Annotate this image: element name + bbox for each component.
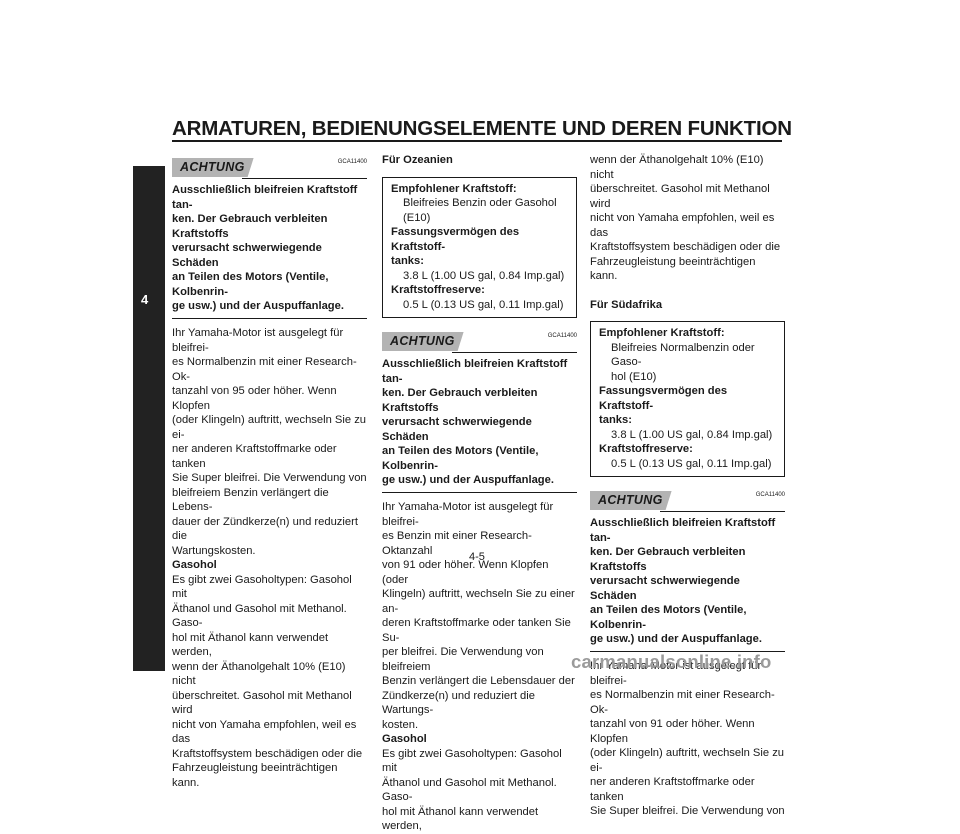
title-rule	[172, 140, 782, 142]
achtung-badge: ACHTUNG	[382, 332, 464, 351]
achtung-code: GCA11400	[337, 159, 367, 165]
gasohol-heading: Gasohol	[382, 733, 427, 745]
gasohol-paragraph: Es gibt zwei Gasoholtypen: Gasohol mit Ä…	[382, 747, 562, 833]
fuel-spec-box-oceania: Empfohlener Kraftstoff: Bleifreies Benzi…	[382, 176, 577, 318]
section-heading-south-africa: Für Südafrika	[590, 298, 663, 311]
achtung-warning-text: Ausschließlich bleifreien Kraftstoff tan…	[382, 358, 568, 486]
achtung-badge: ACHTUNG	[590, 491, 672, 510]
achtung-end-rule	[172, 317, 367, 319]
right-column: wenn der Äthanolgehalt 10% (E10) nicht ü…	[590, 153, 785, 819]
chapter-tab	[133, 166, 165, 671]
gasohol-heading: Gasohol	[172, 559, 217, 571]
page-title: ARMATUREN, BEDIENUNGSELEMENTE UND DEREN …	[172, 117, 792, 140]
achtung-line	[452, 351, 577, 353]
achtung-end-rule	[590, 650, 785, 652]
fuel-spec-box-south-africa: Empfohlener Kraftstoff: Bleifreies Norma…	[590, 321, 785, 477]
achtung-warning-text: Ausschließlich bleifreien Kraftstoff tan…	[172, 184, 358, 312]
achtung-header: ACHTUNG GCA11400	[172, 158, 367, 180]
achtung-header: ACHTUNG GCA11400	[590, 491, 785, 513]
achtung-line	[660, 510, 785, 512]
achtung-line	[242, 177, 367, 179]
chapter-number: 4	[141, 292, 149, 307]
achtung-header: ACHTUNG GCA11400	[382, 332, 577, 354]
page-number: 4-5	[469, 551, 485, 563]
achtung-code: GCA11400	[755, 492, 785, 498]
watermark-text: carmanualsonline.info	[571, 651, 772, 672]
left-column: ACHTUNG GCA11400 Ausschließlich bleifrei…	[172, 158, 367, 790]
section-heading-oceania: Für Ozeanien	[382, 154, 453, 166]
achtung-end-rule	[382, 491, 577, 493]
achtung-code: GCA11400	[547, 333, 577, 339]
fuel-recommendation-paragraph: Ihr Yamaha-Motor ist ausgelegt für bleif…	[172, 327, 367, 557]
middle-column: Für Ozeanien Empfohlener Kraftstoff: Ble…	[382, 153, 577, 834]
achtung-warning-text: Ausschließlich bleifreien Kraftstoff tan…	[590, 517, 776, 645]
fuel-recommendation-paragraph: Ihr Yamaha-Motor ist ausgelegt für bleif…	[382, 501, 575, 731]
gasohol-paragraph: Es gibt zwei Gasoholtypen: Gasohol mit Ä…	[172, 573, 363, 789]
achtung-badge: ACHTUNG	[172, 158, 254, 177]
gasohol-continuation-paragraph: wenn der Äthanolgehalt 10% (E10) nicht ü…	[590, 154, 781, 282]
fuel-recommendation-paragraph: Ihr Yamaha-Motor ist ausgelegt für bleif…	[590, 660, 785, 817]
